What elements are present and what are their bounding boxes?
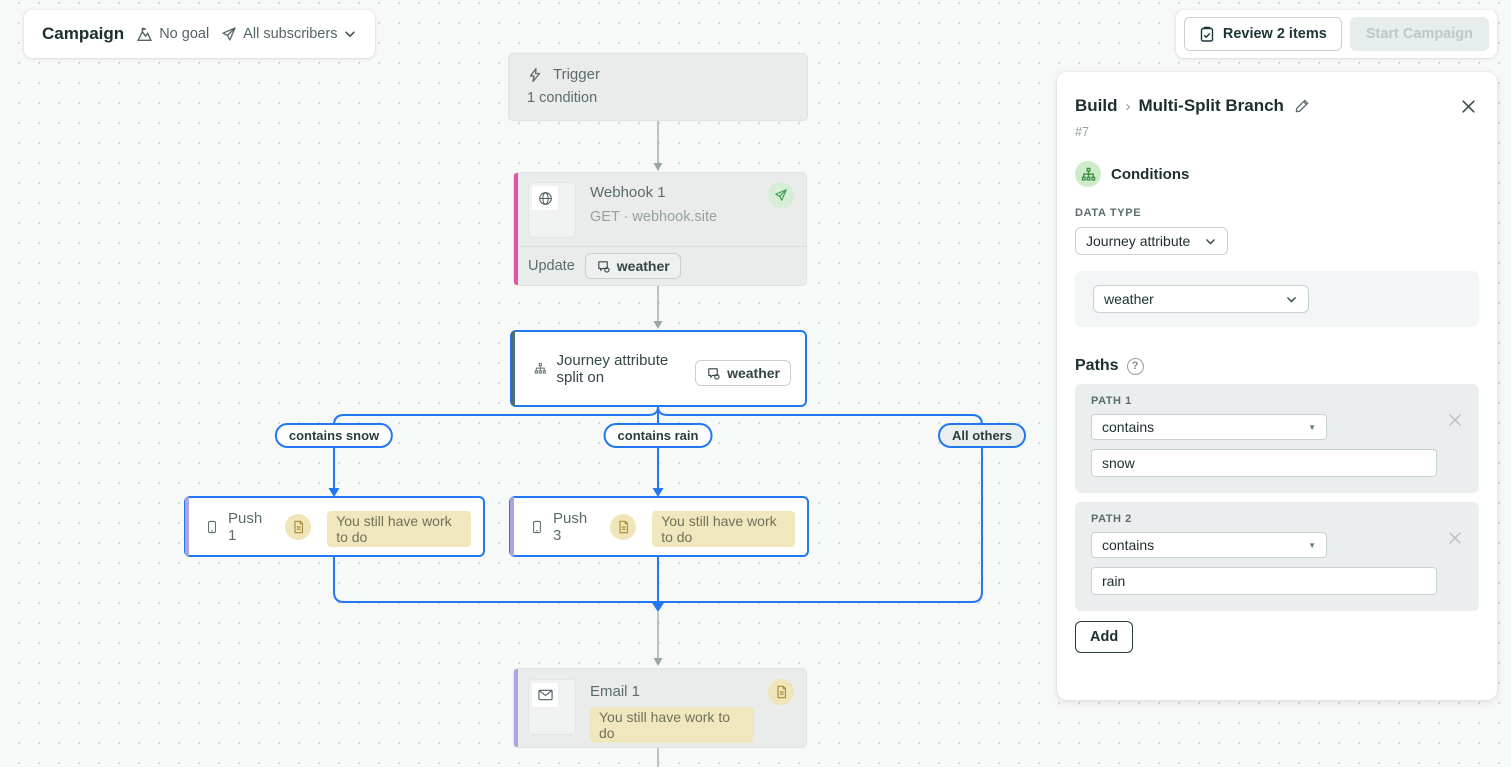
split-stripe: [511, 331, 515, 406]
select-arrow-icon: ▼: [1308, 422, 1316, 432]
attribute-icon: [708, 367, 720, 380]
webhook-stripe: [514, 173, 518, 285]
split-attribute-chip[interactable]: weather: [695, 360, 791, 386]
split-node[interactable]: Journey attribute split on weather: [510, 330, 807, 407]
email-draft-indicator: [768, 679, 794, 705]
path2-label: PATH 2: [1091, 513, 1132, 525]
webhook-title: Webhook 1: [590, 184, 666, 201]
path2-operator-select[interactable]: contains ▼: [1091, 532, 1327, 558]
pencil-icon: [1295, 99, 1309, 113]
close-icon: [1449, 532, 1461, 544]
paths-heading: Paths: [1075, 357, 1119, 374]
push3-stripe: [510, 497, 514, 556]
data-type-label: DATA TYPE: [1075, 207, 1142, 219]
close-panel-button[interactable]: [1458, 96, 1479, 117]
email-thumbnail: [528, 679, 576, 735]
email-status-badge: You still have work to do: [590, 707, 754, 743]
breadcrumb: Build › Multi-Split Branch: [1075, 96, 1312, 116]
breadcrumb-build[interactable]: Build: [1075, 96, 1118, 115]
push1-node[interactable]: Push 1 You still have work to do: [184, 496, 485, 557]
data-type-select[interactable]: Journey attribute: [1075, 227, 1228, 255]
campaign-actions: Review 2 items Start Campaign: [1175, 10, 1497, 58]
rename-button[interactable]: [1292, 96, 1312, 116]
split-icon: [1081, 167, 1095, 181]
audience-label: All subscribers: [243, 26, 338, 42]
split-icon: [534, 362, 546, 374]
add-path-button[interactable]: Add: [1075, 621, 1134, 653]
audience-setting[interactable]: All subscribers: [221, 26, 357, 42]
mobile-push-icon: [533, 520, 541, 533]
push1-stripe: [185, 497, 189, 556]
select-arrow-icon: ▼: [1308, 540, 1316, 550]
review-items-button[interactable]: Review 2 items: [1183, 17, 1342, 51]
send-icon: [222, 27, 236, 41]
push1-title: Push 1: [227, 509, 263, 544]
path2-value-input[interactable]: [1091, 567, 1437, 595]
push1-status-badge: You still have work to do: [327, 510, 471, 547]
goal-setting[interactable]: No goal: [136, 26, 209, 43]
start-campaign-button[interactable]: Start Campaign: [1349, 17, 1489, 51]
chevron-down-icon: [1287, 296, 1296, 303]
push1-draft-indicator: [285, 513, 312, 540]
panel-title: Multi-Split Branch: [1138, 96, 1284, 115]
close-icon: [1462, 100, 1475, 113]
breadcrumb-separator: ›: [1125, 97, 1131, 115]
trigger-node[interactable]: Trigger 1 condition: [508, 53, 808, 121]
branch-label-contains-rain[interactable]: contains rain: [603, 423, 713, 448]
campaign-toolbar[interactable]: Campaign No goal All subscribers: [24, 10, 376, 58]
clipboard-check-icon: [1200, 26, 1214, 42]
chevron-down-icon: [345, 31, 356, 38]
paths-help-icon[interactable]: ?: [1126, 357, 1144, 375]
attribute-picker-section: weather: [1075, 271, 1479, 327]
webhook-attribute-chip[interactable]: weather: [584, 253, 681, 279]
webhook-update-label: Update: [528, 258, 575, 274]
path1-remove-button[interactable]: [1447, 412, 1463, 431]
push3-draft-indicator: [610, 513, 637, 540]
attribute-icon: [598, 260, 610, 273]
document-icon: [776, 685, 786, 699]
goal-label: No goal: [159, 26, 210, 42]
branch-settings-panel: Build › Multi-Split Branch #7: [1057, 72, 1497, 700]
trigger-title: Trigger: [553, 66, 600, 83]
push3-status-badge: You still have work to do: [652, 510, 795, 547]
branch-label-all-others[interactable]: All others: [938, 423, 1026, 448]
email-title: Email 1: [590, 683, 641, 700]
conditions-icon-wrap: [1075, 161, 1101, 187]
webhook-status: [768, 182, 794, 208]
send-success-icon: [775, 189, 787, 201]
globe-icon: [538, 191, 552, 205]
branch-label-contains-snow[interactable]: contains snow: [274, 423, 394, 448]
attribute-select[interactable]: weather: [1093, 285, 1309, 313]
chevron-down-icon: [1206, 238, 1215, 245]
push3-title: Push 3: [552, 509, 588, 544]
trigger-conditions: 1 condition: [527, 90, 598, 106]
campaign-title: Campaign: [42, 24, 125, 43]
path2-remove-button[interactable]: [1447, 530, 1463, 549]
path1-operator-select[interactable]: contains ▼: [1091, 414, 1327, 440]
goal-icon: [137, 26, 153, 41]
email-node[interactable]: Email 1 You still have work to do: [513, 668, 807, 748]
webhook-node[interactable]: Webhook 1 GET · webhook.site Update weat…: [513, 172, 807, 286]
path-card-1: PATH 1 contains ▼: [1075, 384, 1479, 493]
split-title: Journey attribute split on: [556, 351, 669, 386]
conditions-heading: Conditions: [1111, 165, 1190, 183]
lightning-icon: [529, 67, 541, 82]
close-icon: [1449, 414, 1461, 426]
mobile-push-icon: [208, 520, 216, 533]
path1-value-input[interactable]: [1091, 449, 1437, 477]
envelope-icon: [537, 689, 553, 701]
document-icon: [294, 520, 303, 533]
path-card-2: PATH 2 contains ▼: [1075, 502, 1479, 611]
path1-label: PATH 1: [1091, 395, 1132, 407]
email-stripe: [514, 669, 518, 747]
node-id: #7: [1075, 125, 1089, 139]
webhook-subtitle: GET · webhook.site: [590, 209, 718, 225]
document-icon: [619, 520, 628, 533]
webhook-thumbnail: [528, 182, 576, 238]
push3-node[interactable]: Push 3 You still have work to do: [509, 496, 809, 557]
